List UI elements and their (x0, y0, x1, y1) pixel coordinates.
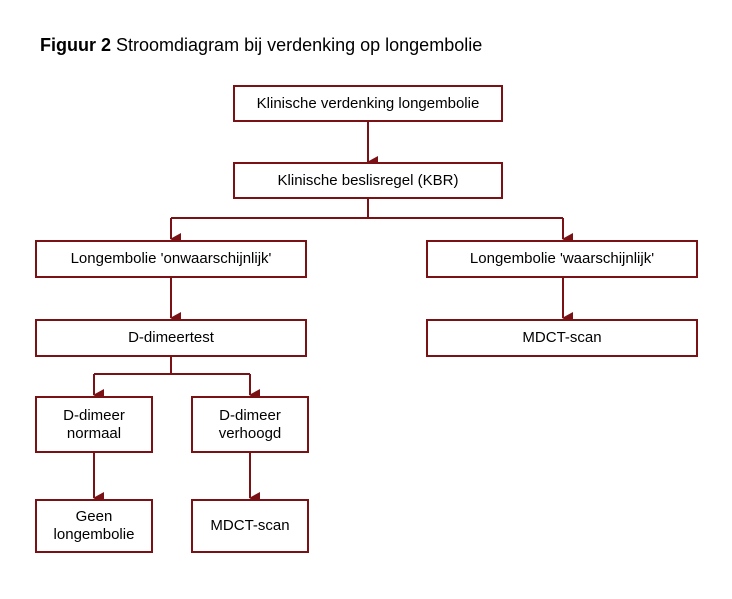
node-onwaarschijnlijk: Longembolie 'onwaarschijnlijk' (35, 240, 307, 278)
node-kbr: Klinische beslisregel (KBR) (233, 162, 503, 199)
node-geen-longembolie: Geen longembolie (35, 499, 153, 553)
node-klinische-verdenking: Klinische verdenking longembolie (233, 85, 503, 122)
node-onwaarschijnlijk-label: Longembolie 'onwaarschijnlijk' (70, 250, 272, 267)
node-mdct-links: MDCT-scan (191, 499, 309, 553)
node-klinische-verdenking-label: Klinische verdenking longembolie (256, 94, 480, 112)
node-ddimeer-verhoogd: D-dimeer verhoogd (191, 396, 309, 453)
node-mdct-links-label: MDCT-scan (210, 517, 290, 534)
node-mdct-rechts: MDCT-scan (426, 319, 698, 357)
node-kbr-label: Klinische beslisregel (KBR) (277, 171, 459, 189)
node-waarschijnlijk-label: Longembolie 'waarschijnlijk' (469, 250, 655, 267)
figure-caption: Figuur 2 Stroomdiagram bij verdenking op… (40, 34, 482, 56)
figure-title: Stroomdiagram bij verdenking op longembo… (116, 35, 483, 55)
node-mdct-rechts-label: MDCT-scan (522, 329, 602, 346)
node-waarschijnlijk: Longembolie 'waarschijnlijk' (426, 240, 698, 278)
node-ddimeer-verhoogd-label: D-dimeer verhoogd (218, 406, 282, 442)
node-ddimeertest: D-dimeertest (35, 319, 307, 357)
node-geen-longembolie-label: Geen longembolie (53, 508, 135, 543)
node-ddimeer-normaal-label: D-dimeer normaal (63, 406, 125, 442)
figure-label: Figuur 2 (40, 35, 111, 55)
node-ddimeer-normaal: D-dimeer normaal (35, 396, 153, 453)
node-ddimeertest-label: D-dimeertest (128, 329, 214, 346)
